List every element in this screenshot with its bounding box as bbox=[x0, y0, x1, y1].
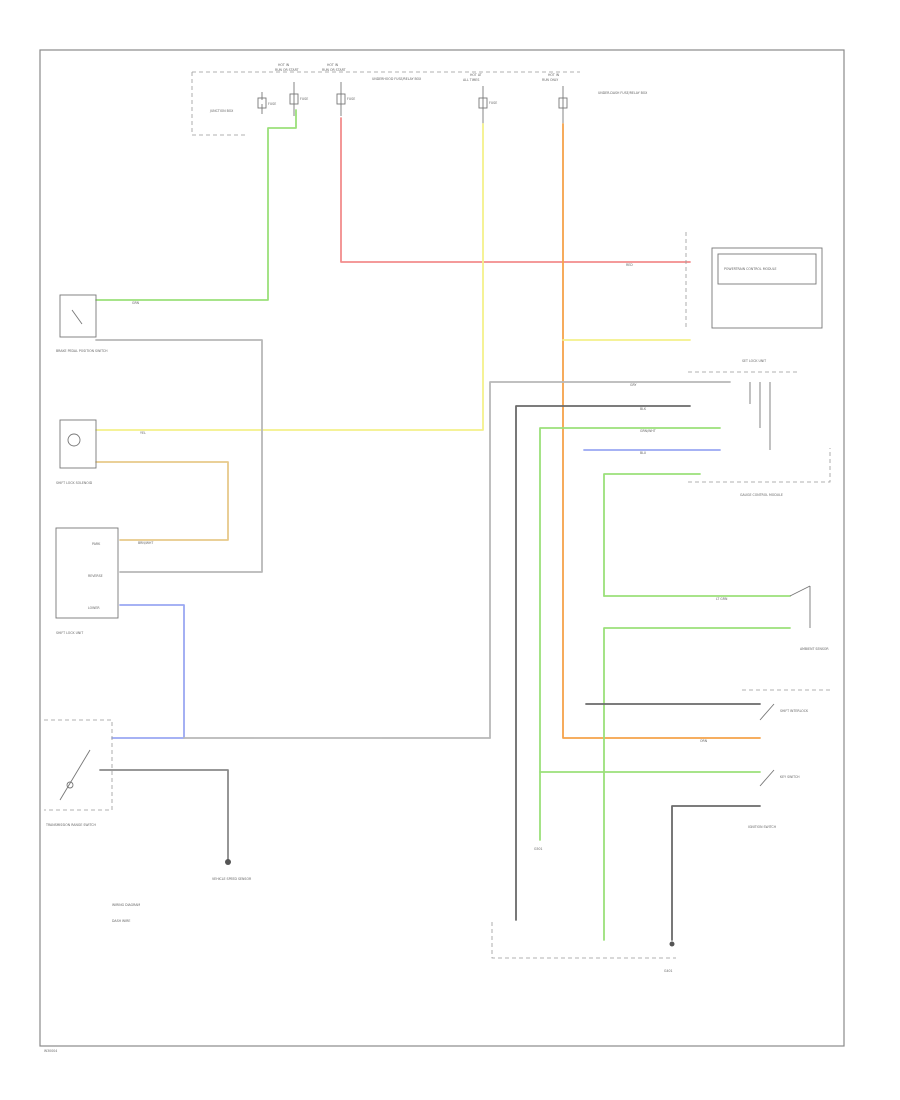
wire-orange-interlock bbox=[562, 123, 761, 739]
wires bbox=[95, 109, 791, 941]
wire-label-blu: BLU bbox=[640, 451, 647, 455]
transmission-range-label: TRANSMISSION RANGE SWITCH bbox=[45, 823, 96, 827]
fuse-hot-in-run-b-label: RUN ONLY bbox=[542, 78, 558, 82]
wire-blue-trs bbox=[111, 604, 185, 739]
underhood-box-label: UNDERHOOD FUSE/RELAY BOX bbox=[372, 77, 422, 81]
fuse-c-icon: FUSE bbox=[336, 82, 355, 116]
wire-label-lt-grn: LT GRN bbox=[716, 597, 728, 601]
fuse-hot-run-2-label: HOT IN bbox=[327, 63, 339, 67]
svg-text:FUSE: FUSE bbox=[268, 102, 276, 106]
svg-text:FUSE: FUSE bbox=[300, 97, 308, 101]
fuse-hot-in-run-label: HOT IN bbox=[548, 73, 560, 77]
wire-label-grnwht: GRN/WHT bbox=[640, 429, 656, 433]
wire-green-ambient-3 bbox=[603, 627, 791, 941]
wire-label-brn: BRN/WHT bbox=[138, 541, 153, 545]
wire-green-ambient-1 bbox=[603, 473, 701, 597]
wire-dark-gauge bbox=[515, 405, 691, 921]
note-1: WIRING DIAGRAM bbox=[112, 903, 140, 907]
brake-pedal-sw-label: BRAKE PEDAL POSITION SWITCH bbox=[56, 349, 108, 353]
park-label: PARK bbox=[92, 542, 101, 546]
diagram-frame bbox=[39, 49, 845, 1047]
svg-text:G401: G401 bbox=[664, 969, 673, 973]
fuse-d-icon: FUSE bbox=[478, 86, 497, 124]
ambient-sensor-label: AMBIENT SENSOR bbox=[800, 647, 829, 651]
shift-interlock-label: SHIFT INTERLOCK bbox=[780, 709, 809, 713]
note-2: DASH WIRE bbox=[112, 919, 130, 923]
key-switch-label: KEY SWITCH bbox=[780, 775, 800, 779]
shift-lock-unit: PARK REVERSE LOWER SHIFT LOCK UNIT bbox=[55, 527, 119, 635]
wire-green-brake bbox=[95, 109, 297, 301]
fuse-hot-at-all-times-label: HOT AT bbox=[470, 73, 482, 77]
transmission-range-switch: TRANSMISSION RANGE SWITCH bbox=[44, 719, 113, 827]
fuse-hot-run-2b-label: RUN OR START bbox=[322, 68, 346, 72]
ambient-sensor: AMBIENT SENSOR bbox=[789, 585, 829, 651]
vss-ground: VEHICLE SPEED SENSOR bbox=[212, 859, 252, 881]
wire-label-grn: GRN bbox=[132, 301, 140, 305]
ignition-key-switches: SHIFT INTERLOCK KEY SWITCH IGNITION SWIT… bbox=[742, 689, 830, 829]
wire-label-red: RED bbox=[626, 263, 633, 267]
wire-label-blk: BLK bbox=[640, 407, 647, 411]
wire-label-gry: GRY bbox=[630, 383, 636, 387]
lower-label: LOWER bbox=[88, 606, 100, 610]
svg-text:FUSE: FUSE bbox=[489, 101, 497, 105]
fuse-e-icon bbox=[558, 86, 568, 124]
shift-lock-unit-label: SHIFT LOCK UNIT bbox=[56, 631, 83, 635]
wire-gray-setlock bbox=[95, 339, 263, 573]
wire-red-pcm bbox=[340, 117, 691, 263]
pcm-label: POWERTRAIN CONTROL MODULE bbox=[724, 267, 777, 271]
gauge-ctrl-label: GAUGE CONTROL MODULE bbox=[740, 493, 783, 497]
reverse-label: REVERSE bbox=[88, 574, 103, 578]
fuse-area: HOT IN RUN OR START HOT IN RUN OR START … bbox=[191, 63, 648, 136]
wire-gray-vss bbox=[99, 769, 229, 861]
wire-dark-ground bbox=[671, 805, 761, 941]
wire-green-gauge bbox=[539, 427, 721, 841]
underdash-box-label: UNDER-DASH FUSE/RELAY BOX bbox=[598, 91, 648, 95]
wire-label-orn: ORN bbox=[700, 739, 708, 743]
notes: WIRING DIAGRAM DASH WIRE bbox=[112, 903, 140, 923]
fuse-hot-run-1-label: HOT IN bbox=[278, 63, 290, 67]
shift-lock-solenoid: SHIFT LOCK SOLENOID bbox=[56, 419, 97, 485]
fuse-b-icon: FUSE bbox=[289, 82, 308, 116]
footer-code: W30004 bbox=[44, 1049, 57, 1053]
wire-yellow-solenoid bbox=[95, 123, 484, 431]
pcm-component: POWERTRAIN CONTROL MODULE bbox=[685, 232, 823, 329]
shift-lock-sol-label: SHIFT LOCK SOLENOID bbox=[56, 481, 93, 485]
fuse-a-icon: FUSE bbox=[257, 92, 276, 114]
gauge-control-module: SET LOCK UNIT GAUGE CONTROL MODULE bbox=[688, 359, 831, 497]
wire-label-yel: YEL bbox=[140, 431, 146, 435]
wire-tan-unit bbox=[95, 461, 229, 541]
ground-g1: G401 bbox=[664, 941, 675, 973]
ground-g2-label: G501 bbox=[534, 847, 543, 851]
svg-text:FUSE: FUSE bbox=[347, 97, 355, 101]
vss-label: VEHICLE SPEED SENSOR bbox=[212, 877, 252, 881]
set-lock-unit-label: SET LOCK UNIT bbox=[742, 359, 766, 363]
fuse-hot-run-1b-label: RUN OR START bbox=[275, 68, 299, 72]
fuse-hot-at-all-times-b-label: ALL TIMES bbox=[463, 78, 479, 82]
wire-gray-unit bbox=[489, 381, 731, 739]
junction-box-label: JUNCTION BOX bbox=[209, 109, 234, 113]
brake-pedal-switch: BRAKE PEDAL POSITION SWITCH bbox=[56, 294, 108, 353]
ignition-switch-label: IGNITION SWITCH bbox=[748, 825, 777, 829]
